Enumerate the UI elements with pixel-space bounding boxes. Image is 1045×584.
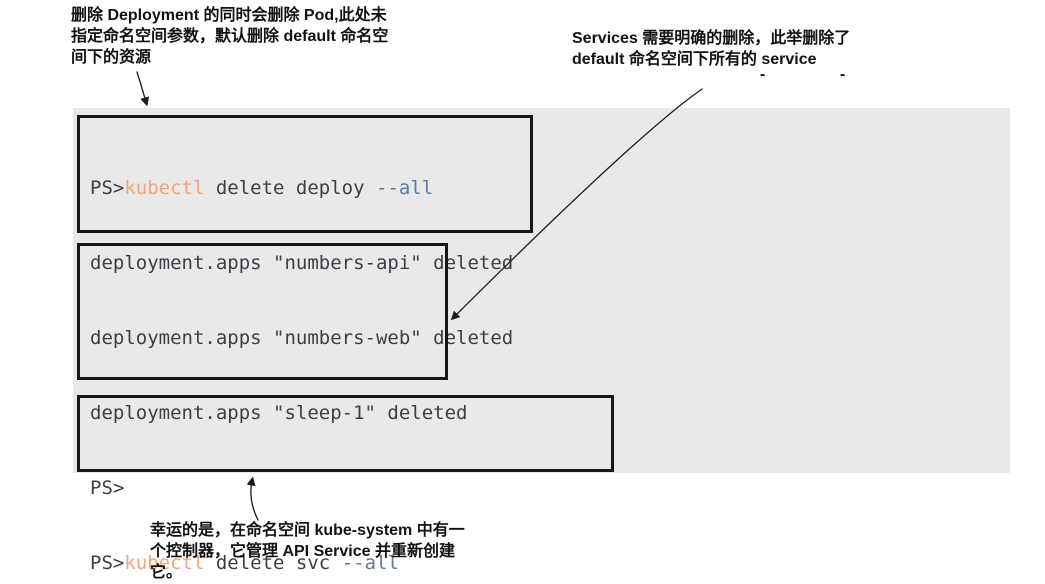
flag-token: --all	[376, 177, 434, 199]
stray-dash-mark: -	[760, 66, 766, 83]
kubectl-token: kubectl	[124, 552, 205, 574]
stray-dash-mark: -	[840, 66, 846, 83]
flag-token: --all	[341, 552, 399, 574]
annotation-line: 个控制器，它管理 API Service 并重新创建	[150, 543, 455, 560]
annotation-line: 间下的资源	[71, 49, 152, 66]
prompt-line: PS>	[90, 477, 125, 499]
annotation-delete-services: Services 需要明确的删除，此举删除了 default 命名空间下所有的 …	[572, 28, 850, 70]
annotation-line: 指定命名空间参数，默认删除 default 命名空	[71, 28, 389, 45]
arrow-top-left-to-terminal	[136, 71, 150, 107]
annotation-kube-system-controller: 幸运的是，在命名空间 kube-system 中有一 个控制器，它管理 API …	[150, 520, 465, 583]
highlight-box-get-all	[77, 395, 614, 472]
command-line-delete-deploy: PS>kubectl delete deploy --all	[90, 176, 925, 201]
prompt: PS>	[90, 552, 125, 574]
command-line-delete-svc: PS>kubectl delete svc --all	[90, 551, 925, 576]
output-line: deployment.apps "numbers-web" deleted	[90, 327, 514, 349]
annotation-line: 幸运的是，在命名空间 kube-system 中有一	[150, 522, 465, 539]
highlight-box-delete-deploy	[77, 115, 533, 233]
command-args: delete deploy	[204, 177, 376, 199]
prompt: PS>	[90, 177, 125, 199]
annotation-line: default 命名空间下所有的 service	[572, 51, 817, 68]
terminal-output: PS>kubectl delete deploy --all deploymen…	[90, 126, 925, 584]
kubectl-token: kubectl	[124, 177, 205, 199]
annotation-line: Services 需要明确的删除，此举删除了	[572, 30, 851, 47]
highlight-box-delete-svc	[77, 243, 448, 380]
command-args: delete svc	[204, 552, 342, 574]
annotation-line: 它。	[150, 564, 183, 581]
output-line: deployment.apps "sleep-1" deleted	[90, 402, 468, 424]
annotation-delete-deploy: 删除 Deployment 的同时会删除 Pod,此处未 指定命名空间参数，默认…	[71, 5, 388, 68]
annotation-line: 删除 Deployment 的同时会删除 Pod,此处未	[71, 7, 387, 24]
